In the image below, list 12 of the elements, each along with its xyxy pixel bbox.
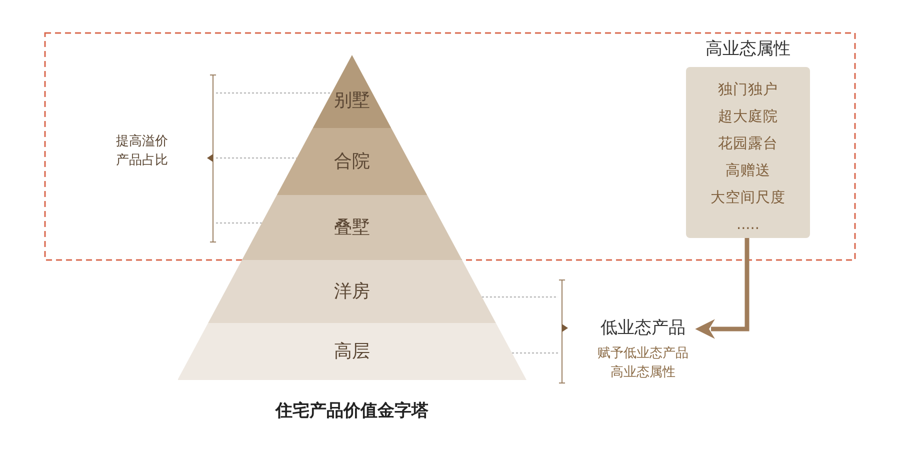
pyramid-tier: 别墅 [312,55,392,128]
card-heading: 高业态属性 [704,38,792,60]
arrow [695,238,750,339]
product-note: 赋予低业态产品高业态属性 [596,345,690,382]
diagram-title: 住宅产品价值金字塔 [274,400,430,422]
pyramid-tier: 洋房 [208,260,496,323]
product-label: 低业态产品 [600,317,686,339]
pyramid-tier: 合院 [276,128,428,195]
attribute-card: 独门独户 超大庭院 花园露台 高赠送 大空间尺度 ..... [686,67,810,238]
pyramid-tier: 高层 [178,323,526,380]
pyramid-tier: 叠墅 [242,195,462,260]
bracket-note: 提高溢价产品占比 [116,133,169,170]
